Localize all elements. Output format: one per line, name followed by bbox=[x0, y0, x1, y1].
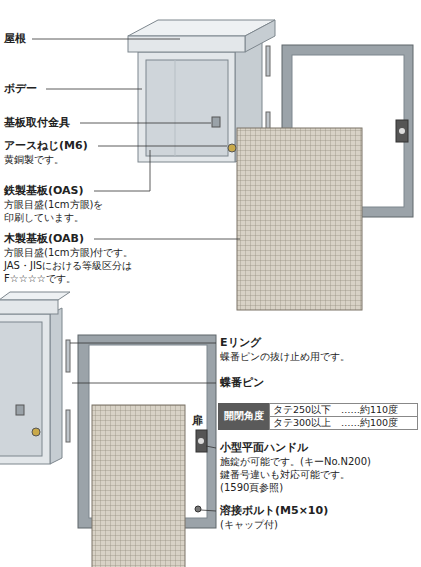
text-line: (1590頁参照) bbox=[220, 481, 371, 494]
part-note: (キャップ付) bbox=[220, 518, 278, 531]
part-note: 蝶番ピンの抜け止め用です。 bbox=[220, 350, 350, 363]
part-name: Eリング bbox=[220, 336, 261, 349]
wood-plate bbox=[237, 128, 362, 310]
part-name: ボデー bbox=[4, 82, 37, 95]
text-line: 施錠が可能です。(キーNo.N200) bbox=[220, 455, 371, 468]
table-cell: タテ250以下 ……約110度 bbox=[269, 403, 418, 417]
part-name: 扉 bbox=[192, 414, 203, 427]
wood-plate bbox=[92, 405, 185, 567]
part-name: アースねじ(M6) bbox=[4, 139, 88, 152]
earth-screw bbox=[228, 144, 236, 152]
leader-lines bbox=[70, 343, 216, 511]
text-line: 方眼目盛(1cm方眼)を bbox=[4, 198, 103, 211]
part-note: 施錠が可能です。(キーNo.N200) 鍵番号違いも対応可能です。 (1590頁… bbox=[220, 455, 371, 494]
part-note: 黄銅製です。 bbox=[4, 153, 64, 166]
part-name: 木製基板(OAB) bbox=[4, 232, 84, 245]
text-line: ……約100度 bbox=[341, 417, 398, 429]
table-cell: タテ300以上 ……約100度 bbox=[269, 416, 418, 430]
body bbox=[0, 292, 70, 464]
text-line: ……約110度 bbox=[341, 404, 398, 416]
part-name: 屋根 bbox=[4, 32, 26, 45]
roof bbox=[128, 20, 275, 52]
part-note: 方眼目盛(1cm方眼)を 印刷しています。 bbox=[4, 198, 103, 224]
part-name: 溶接ボルト(M5×10) bbox=[220, 504, 328, 517]
part-name: 小型平面ハンドル bbox=[220, 441, 308, 454]
text-line: 印刷しています。 bbox=[4, 211, 103, 224]
text-line: 鍵番号違いも対応可能です。 bbox=[220, 468, 371, 481]
part-name: 蝶番ピン bbox=[220, 376, 264, 389]
text-line: タテ250以下 bbox=[273, 404, 341, 416]
text-line: 方眼目盛(1cm方眼)付です。 bbox=[4, 246, 133, 259]
text-line: F☆☆☆☆です。 bbox=[4, 272, 133, 285]
part-name: 基板取付金具 bbox=[4, 116, 70, 129]
part-note: 方眼目盛(1cm方眼)付です。 JAS・JISにおける等級区分は F☆☆☆☆です… bbox=[4, 246, 133, 285]
text-line: JAS・JISにおける等級区分は bbox=[4, 259, 133, 272]
table-cell: 開閉角度 bbox=[218, 403, 270, 430]
text-line: タテ300以上 bbox=[273, 417, 341, 429]
part-name: 鉄製基板(OAS) bbox=[4, 184, 84, 197]
plate-bracket bbox=[212, 117, 220, 127]
